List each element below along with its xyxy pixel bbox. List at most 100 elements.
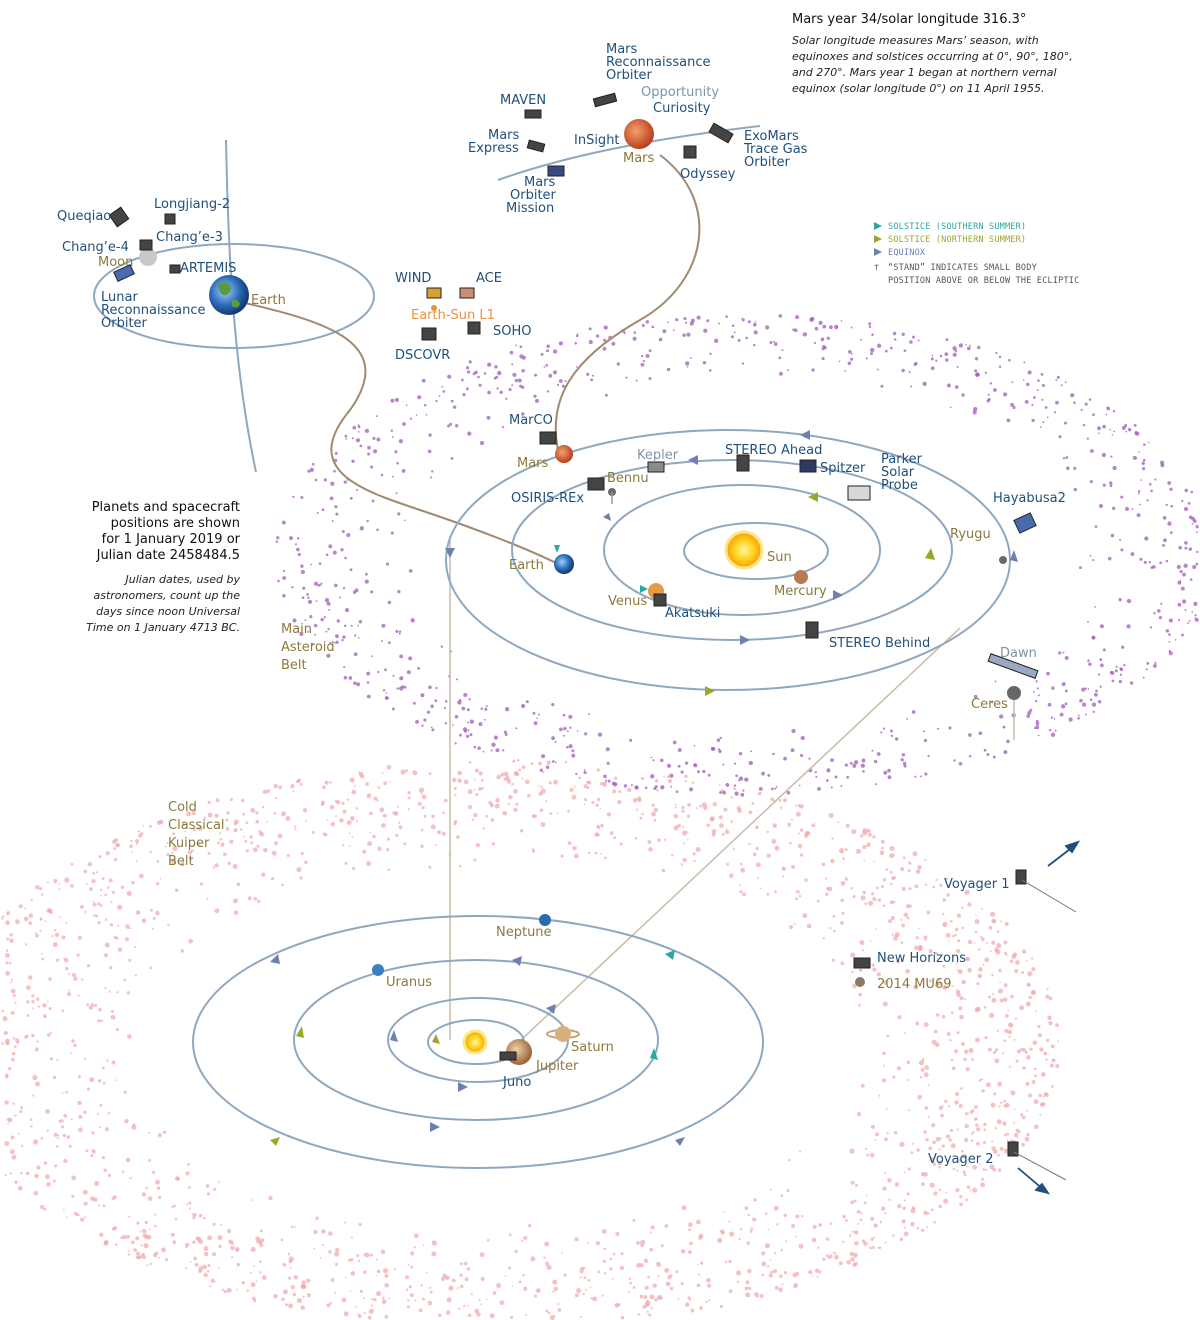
belt-dot xyxy=(847,361,852,366)
equinox-marker xyxy=(546,1004,556,1014)
belt-dot xyxy=(967,1112,970,1115)
belt-dot xyxy=(485,705,488,708)
belt-dot xyxy=(617,799,622,805)
belt-dot xyxy=(650,774,655,779)
belt-dot xyxy=(532,814,537,819)
belt-dot xyxy=(428,865,432,869)
belt-dot xyxy=(482,750,485,753)
belt-dot xyxy=(640,1243,645,1248)
belt-dot xyxy=(355,807,359,810)
belt-dot xyxy=(863,1201,867,1205)
belt-dot xyxy=(334,641,336,644)
belt-dot xyxy=(299,783,303,786)
belt-dot xyxy=(903,912,909,918)
belt-dot xyxy=(437,1313,442,1318)
belt-dot xyxy=(34,932,37,934)
belt-dot xyxy=(934,951,939,956)
belt-dot xyxy=(134,974,137,977)
spitzer-icon xyxy=(799,459,817,473)
belt-dot xyxy=(469,733,473,737)
belt-dot xyxy=(6,1041,9,1044)
belt-dot xyxy=(1070,393,1075,398)
belt-dot xyxy=(362,1270,367,1274)
belt-dot xyxy=(612,1252,616,1256)
belt-dot xyxy=(923,738,928,743)
label-ryugu: Ryugu xyxy=(950,527,991,542)
belt-dot xyxy=(515,727,518,730)
belt-dot xyxy=(728,1289,733,1294)
belt-dot xyxy=(906,1060,911,1065)
equinox-marker xyxy=(445,548,455,558)
belt-dot xyxy=(429,1286,432,1289)
belt-dot xyxy=(732,848,736,851)
belt-dot xyxy=(480,779,484,782)
solstice-marker xyxy=(688,455,698,465)
equinox-marker xyxy=(430,1122,440,1132)
belt-dot xyxy=(543,366,546,368)
belt-dot xyxy=(722,790,727,795)
belt-dot xyxy=(791,818,794,821)
belt-dot xyxy=(883,770,888,775)
belt-dot xyxy=(45,1174,50,1180)
belt-dot xyxy=(857,1222,859,1225)
belt-dot xyxy=(451,1278,456,1283)
belt-dot xyxy=(754,320,757,323)
belt-dot xyxy=(746,1241,750,1245)
belt-dot xyxy=(846,1259,851,1265)
belt-dot xyxy=(1058,651,1062,655)
belt-dot xyxy=(1003,750,1008,755)
belt-dot xyxy=(706,319,710,323)
belt-dot xyxy=(874,1139,877,1141)
belt-dot xyxy=(1087,659,1090,662)
belt-dot xyxy=(196,842,201,847)
belt-dot xyxy=(603,774,607,779)
belt-dot xyxy=(1189,578,1193,581)
belt-dot xyxy=(453,787,457,790)
belt-dot xyxy=(501,425,505,429)
belt-dot xyxy=(403,842,407,846)
belt-dot xyxy=(1050,1044,1055,1049)
belt-dot xyxy=(1133,423,1137,427)
belt-dot xyxy=(1089,554,1092,557)
belt-dot xyxy=(1193,601,1198,606)
belt-dot xyxy=(1149,483,1152,486)
belt-dot xyxy=(407,807,410,811)
belt-dot xyxy=(477,375,480,379)
belt-dot xyxy=(462,727,468,732)
belt-dot xyxy=(844,370,847,372)
belt-dot xyxy=(1021,971,1025,974)
belt-dot xyxy=(940,1113,944,1118)
belt-dot xyxy=(261,872,266,877)
belt-dot xyxy=(95,871,98,874)
belt-dot xyxy=(603,1247,606,1251)
belt-dot xyxy=(323,478,327,482)
belt-dot xyxy=(410,1251,415,1256)
belt-dot xyxy=(428,433,432,437)
belt-dot xyxy=(632,1218,636,1223)
belt-dot xyxy=(441,831,446,836)
belt-dot xyxy=(142,824,145,827)
belt-dot xyxy=(334,815,338,818)
belt-dot xyxy=(92,872,96,875)
belt-dot xyxy=(364,1252,370,1258)
belt-dot xyxy=(992,1105,995,1107)
belt-dot xyxy=(554,761,557,764)
belt-dot xyxy=(137,833,143,838)
belt-dot xyxy=(302,586,306,590)
belt-dot xyxy=(1014,1017,1018,1020)
belt-dot xyxy=(457,778,462,783)
belt-dot xyxy=(444,722,448,725)
belt-dot xyxy=(212,1252,216,1257)
belt-dot xyxy=(259,1243,264,1248)
belt-dot xyxy=(409,417,413,420)
belt-dot xyxy=(399,686,404,691)
belt-dot xyxy=(155,1179,160,1185)
belt-dot xyxy=(1132,455,1137,460)
belt-dot xyxy=(1165,629,1170,633)
belt-dot xyxy=(612,789,617,794)
belt-dot xyxy=(968,1047,974,1053)
belt-dot xyxy=(109,923,114,927)
belt-dot xyxy=(54,1164,58,1168)
belt-dot xyxy=(1011,381,1014,384)
belt-dot xyxy=(569,726,572,729)
